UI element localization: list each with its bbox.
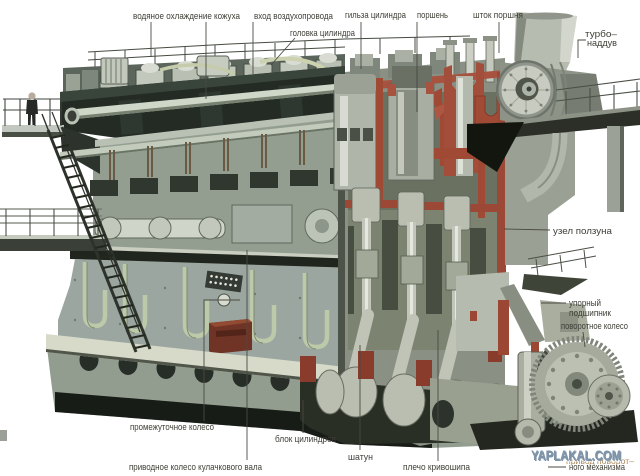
svg-text:YAPLAKAL.COM: YAPLAKAL.COM — [531, 448, 621, 463]
svg-text:плечо кривошипа: плечо кривошипа — [403, 462, 471, 473]
svg-text:турбо–: турбо– — [585, 29, 618, 40]
svg-text:YAPLAKAL.COM: YAPLAKAL.COM — [531, 448, 621, 463]
svg-text:поворотное колесо: поворотное колесо — [561, 321, 628, 332]
svg-text:промежуточное колесо: промежуточное колесо — [130, 422, 214, 433]
svg-text:наддув: наддув — [587, 38, 617, 49]
svg-text:подшипник: подшипник — [569, 308, 612, 319]
svg-text:шток поршня: шток поршня — [473, 10, 523, 21]
svg-text:узел ползуна: узел ползуна — [553, 226, 613, 237]
svg-text:блок цилиндров: блок цилиндров — [275, 434, 336, 445]
svg-text:шатун: шатун — [348, 452, 373, 463]
svg-text:ного механизма: ного механизма — [569, 462, 626, 473]
svg-text:поршень: поршень — [417, 10, 448, 21]
svg-text:YAPLAKAL.COM: YAPLAKAL.COM — [532, 449, 622, 464]
svg-text:головка цилиндра: головка цилиндра — [290, 28, 356, 39]
svg-text:привод поворот–: привод поворот– — [566, 457, 635, 466]
svg-text:гильза цилиндра: гильза цилиндра — [345, 10, 407, 21]
svg-text:упорный: упорный — [569, 298, 601, 309]
svg-text:приводное колесо кулачкового в: приводное колесо кулачкового вала — [129, 462, 263, 473]
svg-text:вход воздухопровода: вход воздухопровода — [254, 11, 334, 22]
svg-text:водяное охлаждение кожуха: водяное охлаждение кожуха — [133, 11, 241, 22]
